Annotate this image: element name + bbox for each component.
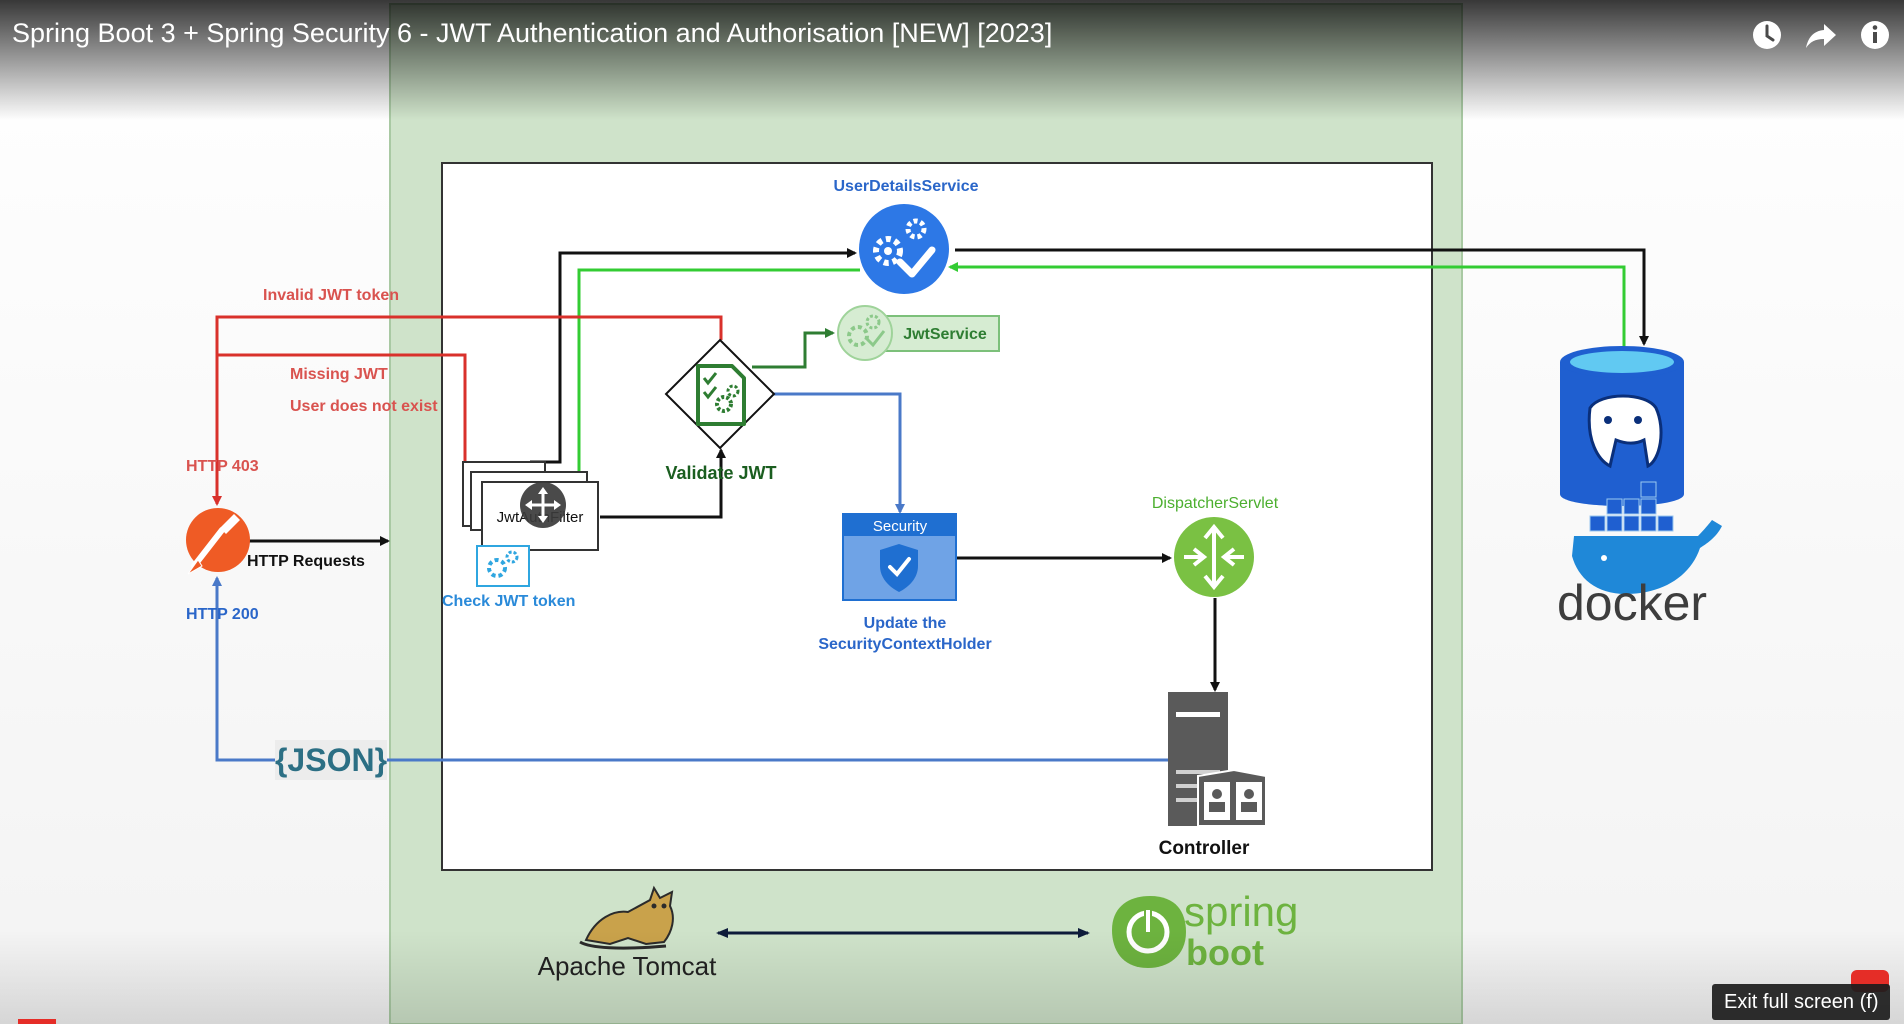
share-arrow-icon[interactable] bbox=[1804, 18, 1838, 52]
validate-to-security-line bbox=[770, 392, 905, 514]
userdetails-to-filter-line bbox=[574, 268, 860, 496]
move-cursor-icon bbox=[520, 482, 566, 528]
validate-jwt-label: Validate JWT bbox=[665, 463, 776, 483]
security-card-title: Security bbox=[873, 518, 928, 535]
json-response-line-left bbox=[212, 576, 275, 762]
controller-label: Controller bbox=[1159, 838, 1250, 859]
info-icon[interactable] bbox=[1858, 18, 1892, 52]
jwt-service-icon bbox=[847, 314, 886, 348]
jwt-auth-filter-node[interactable]: JwtAuthFilter bbox=[462, 461, 599, 587]
security-node: Security bbox=[842, 513, 957, 601]
update-context-line2: SecurityContextHolder bbox=[818, 636, 991, 653]
security-shield-icon bbox=[880, 544, 918, 592]
postgres-elephant-icon bbox=[1560, 346, 1684, 506]
server-icon bbox=[1168, 692, 1267, 827]
http-403-label: HTTP 403 bbox=[186, 458, 259, 475]
validate-to-jwtservice-line bbox=[752, 328, 835, 369]
userdetails-label: UserDetailsService bbox=[834, 178, 979, 195]
spring-label: spring bbox=[1184, 888, 1298, 935]
postman-icon bbox=[186, 508, 250, 575]
invalid-jwt-line bbox=[212, 315, 723, 506]
filter-to-validate-line bbox=[600, 448, 726, 519]
update-context-line1: Update the bbox=[864, 615, 947, 632]
db-to-userdetails-line bbox=[948, 262, 1626, 350]
user-not-exist-label: User does not exist bbox=[290, 398, 438, 415]
spring-power-icon bbox=[1112, 896, 1186, 968]
router-icon bbox=[1174, 517, 1254, 597]
docker-label: docker bbox=[1557, 575, 1707, 631]
dispatcher-label: DispatcherServlet bbox=[1152, 495, 1279, 512]
boot-label: boot bbox=[1186, 932, 1264, 973]
video-title[interactable]: Spring Boot 3 + Spring Security 6 - JWT … bbox=[12, 18, 1053, 48]
missing-jwt-label: Missing JWT bbox=[290, 366, 388, 383]
http-requests-label: HTTP Requests bbox=[247, 553, 365, 570]
gear-check-icon bbox=[859, 204, 949, 294]
validate-document-icon bbox=[696, 364, 746, 426]
json-label: {JSON} bbox=[275, 742, 387, 778]
clock-icon[interactable] bbox=[1750, 18, 1784, 52]
exit-fullscreen-tooltip: Exit full screen (f) bbox=[1712, 984, 1891, 1020]
validate-jwt-node bbox=[664, 338, 776, 450]
missing-jwt-line bbox=[217, 353, 467, 470]
invalid-jwt-label: Invalid JWT token bbox=[263, 287, 399, 304]
progress-bar-played[interactable] bbox=[18, 1019, 56, 1024]
jwt-service-node: JwtService bbox=[837, 305, 1000, 361]
userdetails-to-db-line bbox=[955, 248, 1649, 346]
docker-whale-icon bbox=[1572, 481, 1722, 594]
tomcat-label: Apache Tomcat bbox=[538, 951, 718, 981]
http-200-label: HTTP 200 bbox=[186, 606, 259, 623]
tomcat-cat-icon bbox=[579, 885, 674, 950]
jwt-service-label: JwtService bbox=[903, 326, 987, 343]
check-jwt-label: Check JWT token bbox=[442, 593, 575, 610]
filter-gear-icon bbox=[476, 545, 530, 587]
